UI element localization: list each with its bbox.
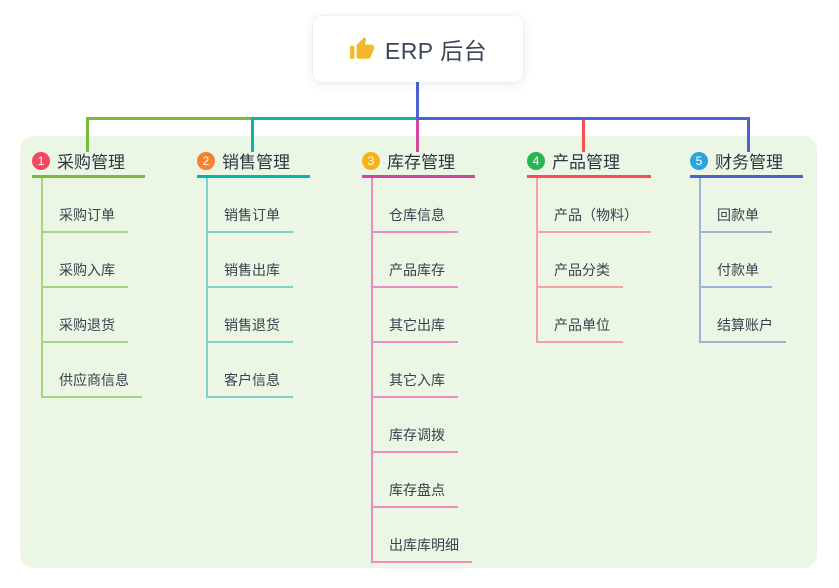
branch-label: 库存管理 [387,153,455,172]
connector-bus-2 [251,117,419,120]
child-row: 库存调拨 [373,398,472,453]
branch-finance: 5 财务管理 回款单付款单结算账户 [690,150,803,343]
branch-label: 销售管理 [222,153,290,172]
branch-children: 销售订单销售出库销售退货客户信息 [206,178,293,398]
priority-badge: 4 [527,151,545,170]
connector-drop-1 [86,117,89,152]
child-node[interactable]: 采购订单 [43,205,128,233]
priority-badge: 3 [362,151,380,170]
child-row: 产品（物料） [538,178,651,233]
branch-node[interactable]: 1 采购管理 [32,150,145,178]
child-node[interactable]: 出库库明细 [373,535,472,563]
connector-drop-2 [251,117,254,152]
child-row: 付款单 [701,233,786,288]
child-node[interactable]: 库存盘点 [373,480,458,508]
child-node[interactable]: 销售订单 [208,205,293,233]
child-node[interactable]: 仓库信息 [373,205,458,233]
child-node[interactable]: 产品单位 [538,315,623,343]
child-node[interactable]: 产品分类 [538,260,623,288]
child-row: 其它出库 [373,288,472,343]
priority-badge: 5 [690,151,708,170]
child-row: 采购订单 [43,178,142,233]
branch-node[interactable]: 2 销售管理 [197,150,310,178]
child-node[interactable]: 付款单 [701,260,772,288]
branch-children: 仓库信息产品库存其它出库其它入库库存调拨库存盘点出库库明细 [371,178,472,563]
child-node[interactable]: 销售退货 [208,315,293,343]
child-row: 产品库存 [373,233,472,288]
child-row: 产品分类 [538,233,651,288]
branch-children: 回款单付款单结算账户 [699,178,786,343]
child-row: 供应商信息 [43,343,142,398]
branch-label: 采购管理 [57,153,125,172]
child-row: 采购退货 [43,288,142,343]
connector-bus-5 [416,117,750,120]
connector-root-stem [416,82,419,120]
root-node[interactable]: ERP 后台 [313,16,523,82]
child-row: 库存盘点 [373,453,472,508]
branch-label: 财务管理 [715,153,783,172]
child-node[interactable]: 客户信息 [208,370,293,398]
child-row: 销售退货 [208,288,293,343]
child-node[interactable]: 销售出库 [208,260,293,288]
branch-children: 产品（物料） 产品分类产品单位 [536,178,651,343]
child-node[interactable]: 库存调拨 [373,425,458,453]
child-row: 采购入库 [43,233,142,288]
child-node[interactable]: 供应商信息 [43,370,142,398]
child-node[interactable]: 采购入库 [43,260,128,288]
child-node[interactable]: 采购退货 [43,315,128,343]
child-node[interactable]: 产品（物料） [538,205,651,233]
child-row: 客户信息 [208,343,293,398]
branch-node[interactable]: 3 库存管理 [362,150,475,178]
connector-drop-4 [582,117,585,152]
child-row: 回款单 [701,178,786,233]
branches-panel [20,136,817,568]
priority-badge: 1 [32,151,50,170]
connector-drop-5 [747,117,750,152]
priority-badge: 2 [197,151,215,170]
root-node-label: ERP 后台 [384,38,488,64]
child-row: 销售订单 [208,178,293,233]
thumbs-up-icon [349,37,374,59]
branch-purchase: 1 采购管理 采购订单采购入库采购退货供应商信息 [32,150,145,398]
branch-label: 产品管理 [552,153,620,172]
child-row: 销售出库 [208,233,293,288]
branch-sales: 2 销售管理 销售订单销售出库销售退货客户信息 [197,150,310,398]
child-row: 出库库明细 [373,508,472,563]
child-node[interactable]: 其它入库 [373,370,458,398]
child-row: 仓库信息 [373,178,472,233]
branch-children: 采购订单采购入库采购退货供应商信息 [41,178,142,398]
child-row: 结算账户 [701,288,786,343]
branch-node[interactable]: 4 产品管理 [527,150,651,178]
child-row: 产品单位 [538,288,651,343]
child-row: 其它入库 [373,343,472,398]
child-node[interactable]: 产品库存 [373,260,458,288]
branch-node[interactable]: 5 财务管理 [690,150,803,178]
child-node[interactable]: 结算账户 [701,315,786,343]
branch-product: 4 产品管理 产品（物料） 产品分类产品单位 [527,150,651,343]
child-node[interactable]: 其它出库 [373,315,458,343]
child-node[interactable]: 回款单 [701,205,772,233]
connector-drop-3 [416,117,419,152]
branch-inventory: 3 库存管理 仓库信息产品库存其它出库其它入库库存调拨库存盘点出库库明细 [362,150,475,563]
